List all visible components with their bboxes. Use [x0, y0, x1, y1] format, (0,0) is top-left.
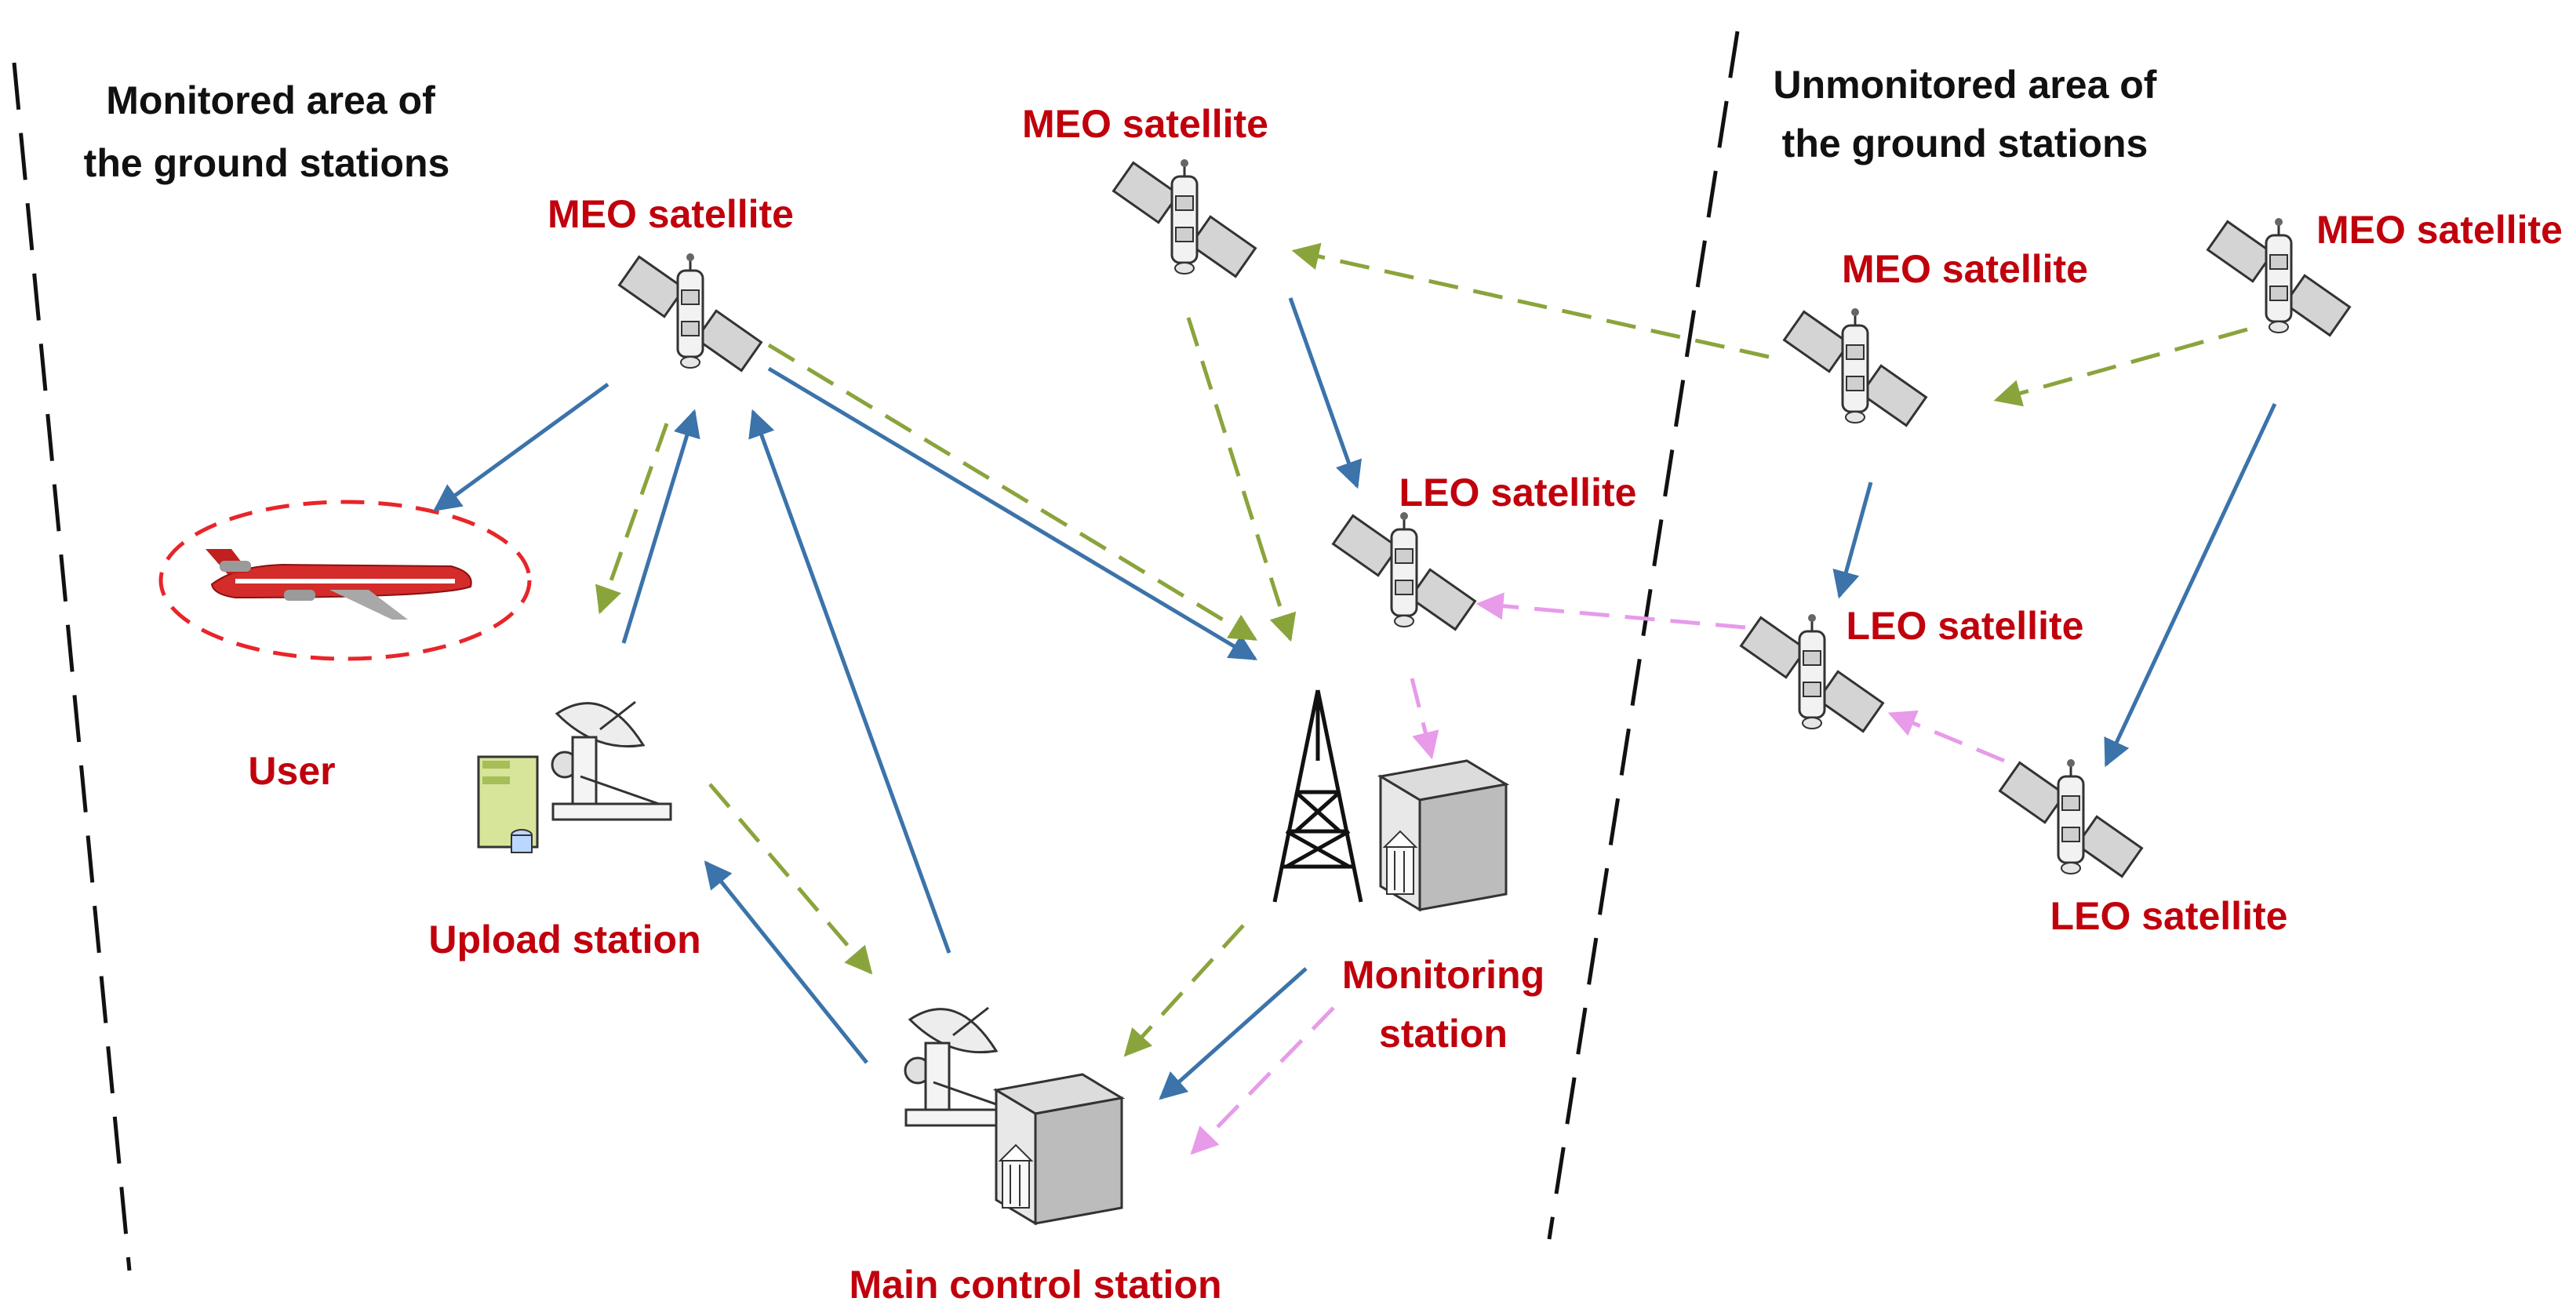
- user-airplane-icon: [158, 500, 532, 661]
- unmonitored-region-label-line2: the ground stations: [1782, 122, 2148, 165]
- leo-satellite-label: LEO satellite: [1399, 471, 1637, 514]
- link-arrows: [1190, 592, 2005, 1155]
- leo-satellite-label: LEO satellite: [2050, 894, 2288, 938]
- upload-station-icon: [477, 700, 672, 853]
- unmonitored-region-label-line1: Unmonitored area of: [1774, 63, 2157, 107]
- meo-satellite-label: MEO satellite: [1022, 102, 1268, 146]
- meo-satellite-icon: [1783, 307, 1927, 427]
- monitoring-station-icon: [1272, 689, 1508, 911]
- data-arrows: [595, 242, 2248, 1057]
- boundary-right: [1547, 31, 1740, 1240]
- leo-satellite-icon: [1332, 511, 1476, 631]
- signal-arrows: [433, 297, 2277, 1100]
- upload-station-label: Upload station: [428, 918, 700, 962]
- meo-satellite-label: MEO satellite: [1842, 247, 2088, 291]
- meo-satellite-label: MEO satellite: [2316, 208, 2563, 252]
- monitoring-station-label-line1: Monitoring: [1342, 953, 1545, 997]
- meo-satellite-label: MEO satellite: [548, 192, 794, 236]
- monitored-region-label-line1: Monitored area of: [106, 78, 435, 122]
- leo-satellite-label: LEO satellite: [1846, 604, 2084, 648]
- meo-satellite-icon: [618, 252, 762, 373]
- main-control-station-label: Main control station: [850, 1263, 1222, 1307]
- meo-satellite-icon: [1112, 158, 1257, 278]
- leo-satellite-icon: [1999, 758, 2143, 878]
- user-label: User: [248, 749, 335, 793]
- monitored-region-label-line2: the ground stations: [84, 141, 450, 185]
- boundary-left: [12, 62, 132, 1271]
- main-control-station-icon: [904, 1006, 1123, 1225]
- monitoring-station-label-line2: station: [1379, 1012, 1508, 1056]
